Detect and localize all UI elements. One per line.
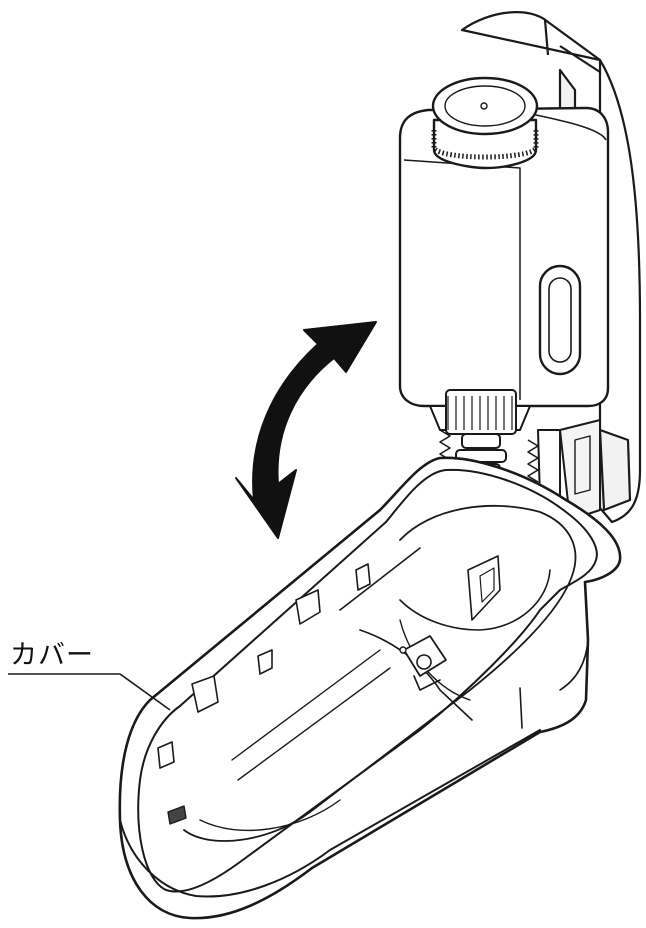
callout-leader <box>8 673 171 711</box>
open-close-arrow <box>235 321 377 539</box>
bottle-cap <box>431 76 539 170</box>
refill-bottle <box>398 76 610 408</box>
dispenser-cover <box>118 456 622 920</box>
level-window <box>538 264 582 376</box>
cover-clip <box>399 635 447 691</box>
cover-callout-label: カバー <box>10 640 94 671</box>
